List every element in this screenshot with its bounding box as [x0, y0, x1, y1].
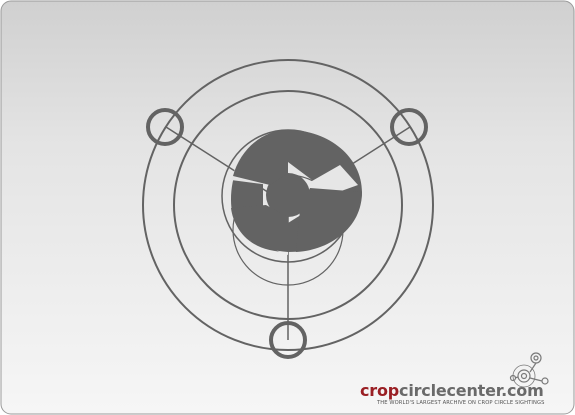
brand-watermark: cropcirclecenter.com THE WORLD'S LARGEST…	[360, 383, 572, 413]
brand-name: cropcirclecenter.com	[360, 383, 544, 399]
satellite-circle-left	[146, 108, 184, 146]
brand-name-crop: crop	[360, 381, 400, 400]
brand-name-rest: circlecenter.com	[399, 381, 544, 400]
brand-tagline: THE WORLD'S LARGEST ARCHIVE ON CROP CIRC…	[377, 400, 545, 406]
center-hub	[266, 173, 310, 217]
circle-cluster-logo-icon	[509, 352, 549, 388]
outer-ring	[142, 59, 434, 351]
satellite-circle-bottom	[269, 321, 307, 359]
satellite-circle-right	[390, 108, 428, 146]
